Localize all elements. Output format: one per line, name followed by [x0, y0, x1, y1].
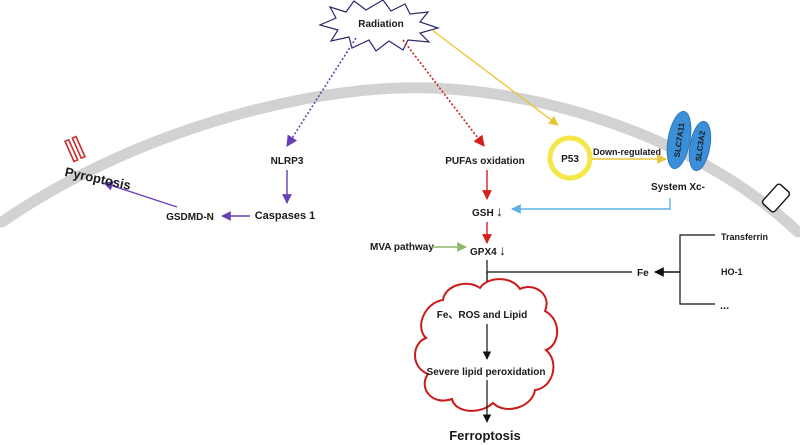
- gpx4-down-arrow: ↓: [499, 242, 506, 258]
- cloud-top-label: Fe、ROS and Lipid: [437, 310, 528, 321]
- iron-sources-bracket: [679, 234, 715, 305]
- gsh-down-arrow: ↓: [496, 203, 503, 219]
- system-xc-label: System Xc-: [651, 182, 705, 193]
- down-regulated-label: Down-regulated: [593, 147, 661, 157]
- radiation-burst: [318, 0, 441, 52]
- slc3a2-label: SLC3A2: [694, 130, 707, 162]
- ferroptosis-label: Ferroptosis: [449, 428, 521, 443]
- cloud-bottom-label: Severe lipid peroxidation: [427, 367, 546, 378]
- lipid-peroxidation-cloud: [414, 278, 559, 412]
- gsdmd-label: GSDMD-N: [166, 212, 214, 223]
- gpx4-label: GPX4: [470, 247, 497, 258]
- ho1-label: HO-1: [721, 267, 743, 277]
- ellipsis-label: ...: [720, 300, 729, 312]
- p53-ring: [547, 135, 593, 181]
- arrow-gsdmd-pyroptosis: [103, 181, 178, 208]
- mva-pathway-label: MVA pathway: [370, 242, 434, 253]
- arrow-system-xc-gsh: [511, 198, 671, 214]
- caspases-label: Caspases 1: [255, 210, 316, 222]
- arrow-radiation-nlrp3: [286, 37, 357, 147]
- radiation-label: Radiation: [358, 19, 404, 30]
- fe-label: Fe: [637, 268, 649, 279]
- slc7a11-transporter: [666, 110, 692, 170]
- arrow-radiation-p53: [431, 29, 559, 126]
- transferrin-label: Transferrin: [721, 232, 768, 242]
- membrane-transporter-icon: [761, 183, 791, 213]
- nlrp3-label: NLRP3: [271, 156, 304, 167]
- slc3a2-transporter: [688, 120, 712, 172]
- membrane-channel-icon: [63, 135, 87, 163]
- gsh-label: GSH: [472, 208, 494, 219]
- pufas-label: PUFAs oxidation: [445, 156, 524, 167]
- p53-label: P53: [561, 154, 579, 165]
